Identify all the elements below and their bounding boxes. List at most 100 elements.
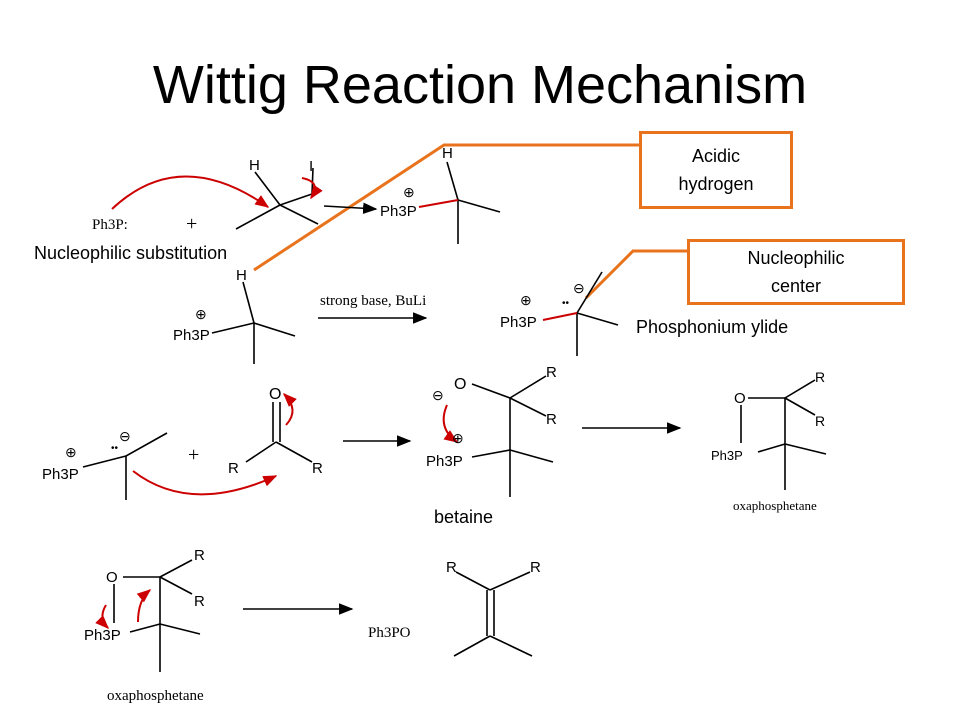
ph3p-label: Ph3P [380,203,417,220]
atom-R: R [446,559,457,576]
bond [509,397,547,417]
ph3p-label: Ph3P [426,453,463,470]
bond [489,635,533,657]
ph3p-label: Ph3P [173,327,210,344]
bond [279,204,319,225]
bond [235,204,281,230]
plus-sign-1: + [186,213,197,235]
atom-R: R [546,411,557,428]
reaction-arrow-1 [323,202,378,215]
curved-arrow-attack [111,175,270,210]
lone-pair: •• [562,298,570,309]
bond [275,441,313,463]
p-c-bond-red [542,312,578,321]
lone-pair: •• [111,443,119,454]
bond [455,571,491,591]
ph3p-label: Ph3P [500,314,537,331]
curved-arrow-ylide-attack [132,470,278,496]
ph3po-label: Ph3PO [368,625,411,641]
plus-sign-2: + [188,444,199,466]
nucleophilic-center-leader [584,249,687,300]
nucleophilic-substitution-label: Nucleophilic substitution [34,243,227,263]
bond [211,322,255,334]
atom-H: H [442,145,453,162]
acidic-hydrogen-leader [253,143,639,272]
curved-arrow-oxygen-to-p [442,404,459,443]
p-charge: ⊕ [520,292,532,308]
ph3p-label: Ph3P [42,466,79,483]
p-charge: ⊕ [403,184,415,200]
bond [471,449,511,458]
oxaphosphetane-label: oxaphosphetane [107,688,204,704]
bond [254,171,281,206]
p-charge: ⊕ [195,306,207,322]
bond [784,397,816,416]
bond [253,322,296,337]
ph3p-label: Ph3P [84,627,121,644]
bond [159,559,193,578]
bond [576,271,603,314]
ph3p-label: Ph3P [711,448,743,463]
oxaphosphetane-label: oxaphosphetane [733,498,817,513]
bond [82,455,127,468]
bond [489,571,531,591]
atom-R: R [546,364,557,381]
bond [471,383,511,399]
p-charge: ⊕ [452,430,464,446]
atom-R: R [194,547,205,564]
p-c-bond-red [418,199,459,208]
phosphonium-ylide-label: Phosphonium ylide [636,317,788,337]
row-2-deprotonation [211,271,619,364]
row-3-addition [82,375,827,500]
atom-I: I [309,158,313,175]
bond [453,635,491,657]
bond [446,161,459,201]
callout-leaders [253,143,687,300]
curved-arrow-carbonyl [283,393,297,426]
bond [576,312,619,326]
bond [129,623,161,633]
atom-H: H [236,267,247,284]
bond [245,441,277,463]
atom-H: H [249,157,260,174]
oxide-charge: ⊖ [432,387,444,403]
nucleophilic-center-text: Nucleophilic center [747,248,845,296]
slide-title: Wittig Reaction Mechanism [152,55,808,115]
atom-R: R [815,369,825,385]
bond [509,449,554,463]
bond [757,443,786,453]
curved-arrow-ring-2 [136,589,152,623]
acidic-hydrogen-text: Acidic hydrogen [678,146,754,194]
atom-O: O [106,569,118,586]
atom-O: O [269,386,281,403]
row-1-substitution [235,161,501,244]
atom-R: R [312,460,323,477]
strong-base-label: strong base, BuLi [320,293,426,309]
bond [125,432,168,457]
bond [784,443,827,455]
bond [279,193,313,206]
p-charge: ⊕ [65,444,77,460]
bond [457,199,501,213]
row-4-elimination [113,559,533,672]
bond [242,281,255,324]
bond [784,379,816,399]
acidic-hydrogen-callout: Acidic hydrogen [639,131,793,209]
curved-arrow-ring-1 [95,604,109,629]
betaine-label: betaine [434,507,493,527]
atom-R: R [228,460,239,477]
nucleophilic-center-callout: Nucleophilic center [687,239,905,305]
carbanion-charge: ⊖ [573,280,585,296]
carbanion-charge: ⊖ [119,428,131,444]
bond [509,375,547,399]
atom-R: R [530,559,541,576]
atom-R: R [815,413,825,429]
atom-O: O [734,390,746,407]
atom-R: R [194,593,205,610]
bond [159,576,193,595]
bond [159,623,201,635]
atom-O: O [454,376,466,393]
curved-arrow-leaving-group [301,177,323,200]
ph3p-lone-pair-reagent: Ph3P: [92,217,128,233]
